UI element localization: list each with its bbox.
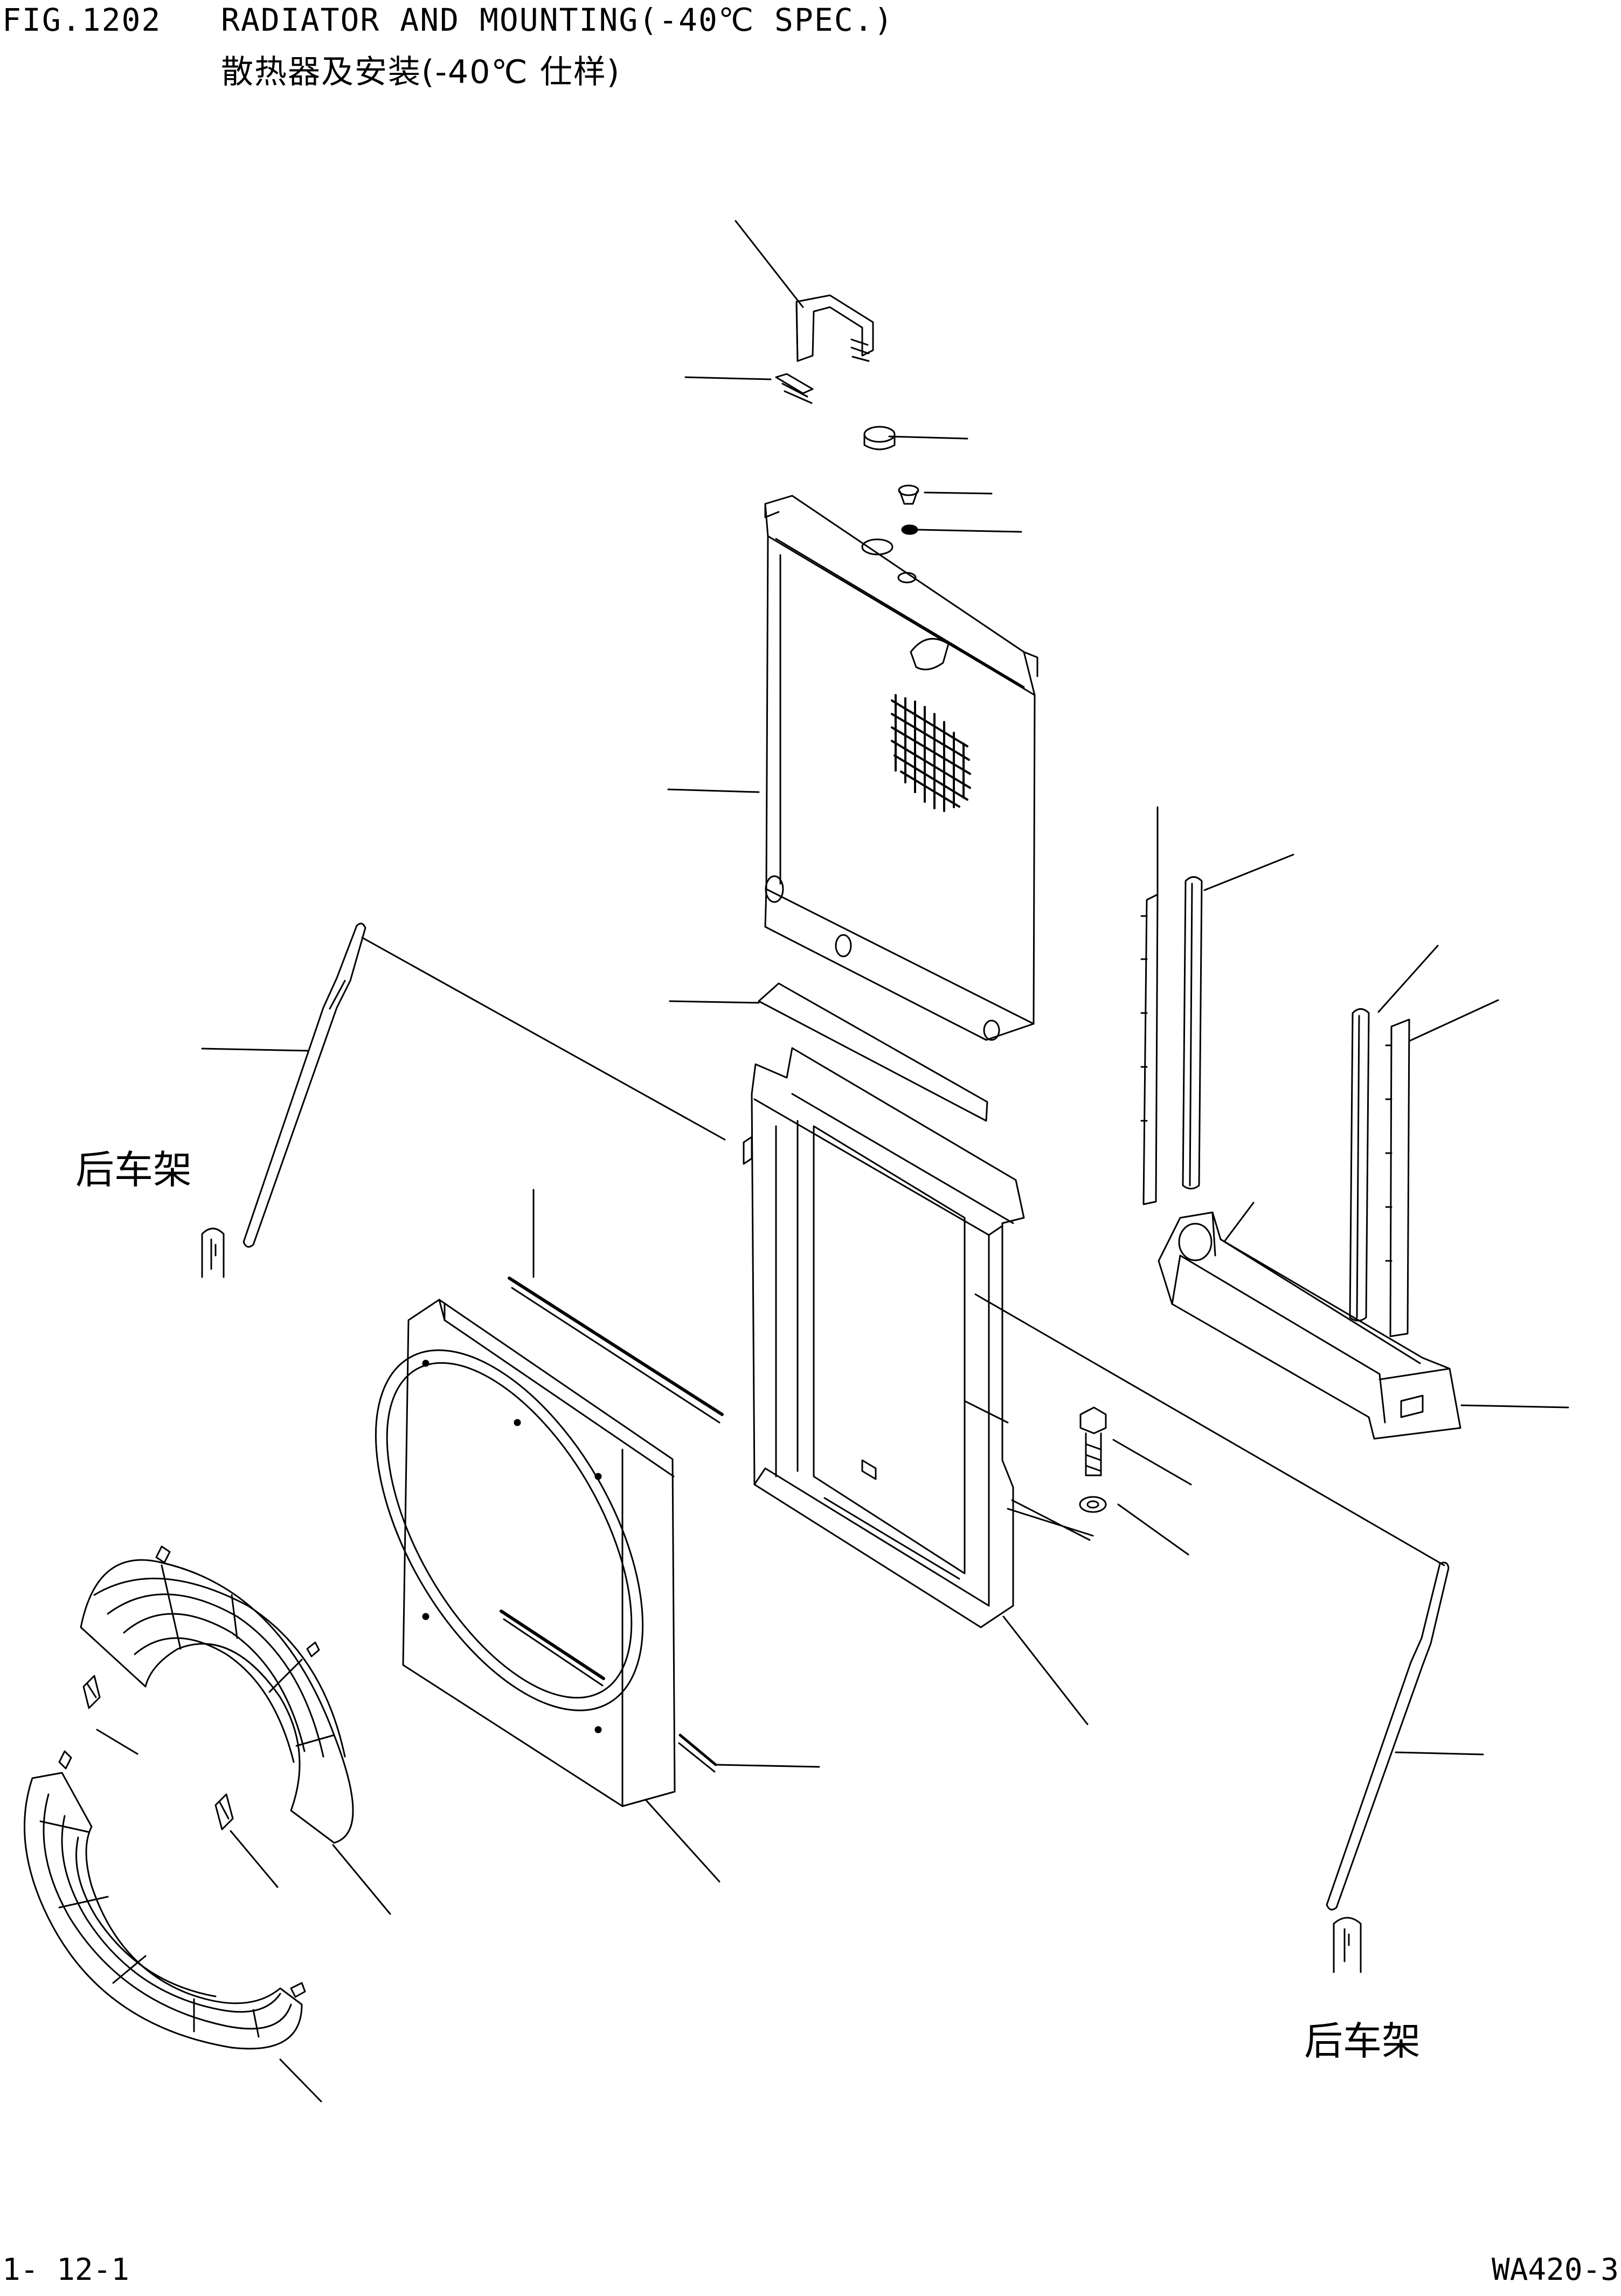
right-side-seals — [1141, 877, 1409, 1337]
guard-clip — [216, 1794, 233, 1829]
leader-line — [333, 1845, 390, 1914]
alignment-line — [1008, 1509, 1093, 1536]
guard-clip — [84, 1676, 100, 1708]
leader-line — [1396, 1752, 1483, 1754]
leader-line — [917, 530, 1021, 532]
fan-shroud — [321, 1300, 697, 1806]
mounting-bolt — [1080, 1407, 1106, 1475]
shroud-seal-upper — [509, 1278, 722, 1423]
leader-line — [716, 1765, 819, 1767]
model-reference: WA420-3 — [1492, 2252, 1619, 2287]
seal-strip — [1144, 894, 1158, 1204]
leader-line — [1409, 1000, 1498, 1041]
leader-line — [668, 789, 759, 792]
page-reference: 1- 12-1 — [2, 2252, 130, 2287]
alignment-line — [362, 938, 725, 1140]
radiator-core-mesh — [892, 695, 970, 811]
leader-line — [1113, 1440, 1191, 1485]
figure-title-english: RADIATOR AND MOUNTING(-40℃ SPEC.) — [221, 2, 894, 38]
leader-line — [1012, 1500, 1090, 1540]
seal-plate — [759, 983, 987, 1121]
rear-frame-label-left: 后车架 — [75, 1147, 192, 1192]
mounting-washer — [1080, 1497, 1106, 1512]
o-ring-washer — [902, 525, 917, 534]
drain-plug — [899, 485, 918, 504]
figure-title-chinese: 散热器及安装(-40℃ 仕样) — [221, 53, 621, 91]
radiator-cap — [864, 427, 895, 449]
leader-line — [1204, 855, 1293, 890]
leader-line — [670, 1001, 759, 1003]
seal-strip — [1183, 877, 1202, 1189]
leader-line — [646, 1800, 719, 1882]
shroud-seal-middle — [501, 1611, 604, 1685]
left-stay-rod — [244, 924, 365, 1247]
rear-frame-mount-right — [1334, 1918, 1361, 1972]
leader-line — [1003, 1617, 1087, 1724]
fan-guard-lower — [24, 1751, 305, 2049]
leader-lines — [97, 221, 1568, 2101]
leader-line — [685, 377, 771, 379]
fan-guard-upper — [81, 1546, 353, 1843]
alignment-line — [975, 1294, 1444, 1565]
radiator-assembly — [765, 496, 1037, 1040]
leader-line — [202, 1049, 308, 1051]
leader-line — [925, 493, 992, 494]
leader-line — [280, 2059, 321, 2101]
radiator-guard-frame — [744, 1048, 1024, 1627]
right-stay-rod — [1327, 1563, 1449, 1910]
leader-line — [97, 1730, 137, 1754]
seal-strip — [1350, 1009, 1369, 1321]
shroud-seal-lower — [679, 1735, 716, 1772]
seal-strip — [1390, 1019, 1409, 1336]
radiator-cover-bracket — [776, 295, 873, 403]
leader-line — [1224, 1203, 1253, 1241]
figure-number: FIG.1202 — [2, 2, 162, 38]
leader-line — [1461, 1405, 1568, 1407]
leader-line — [1118, 1504, 1188, 1555]
leader-line — [736, 221, 803, 307]
leader-line — [231, 1831, 278, 1887]
lower-support-bracket — [1159, 1212, 1460, 1439]
rear-frame-mount-left — [202, 1229, 224, 1277]
rear-frame-label-right: 后车架 — [1304, 2018, 1421, 2064]
leader-line — [1378, 946, 1438, 1012]
leader-line — [889, 436, 967, 439]
